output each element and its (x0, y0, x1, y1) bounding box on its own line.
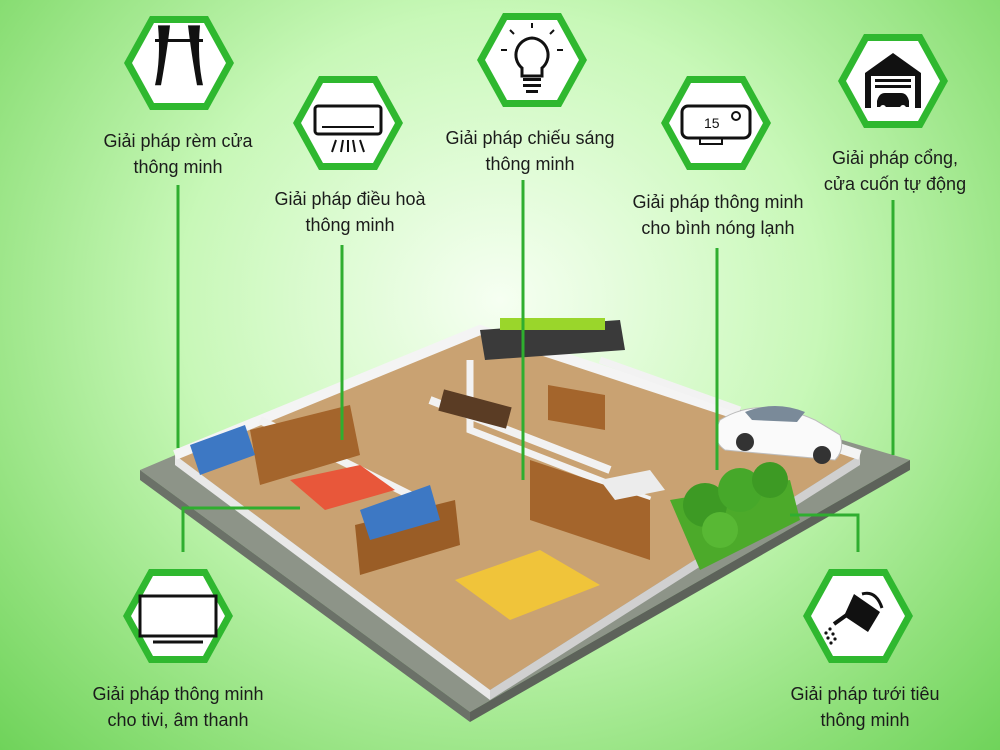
curtain-icon (124, 16, 234, 110)
label-gate-line2: cửa cuốn tự động (823, 174, 967, 194)
label-curtain: Giải pháp rèm cửa thông minh (78, 128, 278, 180)
label-curtain-line1: Giải pháp rèm cửa (103, 131, 253, 151)
heater-display: 15 (704, 115, 720, 131)
light-bulb-icon (477, 13, 587, 107)
wardrobe (250, 405, 360, 485)
label-aircon-line1: Giải pháp điều hoà (274, 189, 426, 209)
label-tv-audio-line1: Giải pháp thông minh (92, 684, 264, 704)
label-tv-audio-line2: cho tivi, âm thanh (107, 710, 249, 730)
bed-red (290, 465, 395, 510)
label-curtain-line2: thông minh (133, 157, 223, 177)
label-lighting-line2: thông minh (485, 154, 575, 174)
connector-irrigation (790, 513, 860, 552)
label-lighting-line1: Giải pháp chiếu sáng (445, 128, 615, 148)
car (715, 406, 843, 464)
label-water-heater-line1: Giải pháp thông minh (632, 192, 804, 212)
label-aircon-line2: thông minh (305, 215, 395, 235)
label-irrigation: Giải pháp tưới tiêu thông minh (760, 681, 970, 733)
connector-tv (181, 506, 300, 552)
label-gate-line1: Giải pháp cổng, (831, 148, 959, 168)
label-gate: Giải pháp cổng, cửa cuốn tự động (800, 145, 990, 197)
label-tv-audio: Giải pháp thông minh cho tivi, âm thanh (63, 681, 293, 733)
watering-can-icon (803, 569, 913, 663)
air-conditioner-icon (293, 76, 403, 170)
label-irrigation-line2: thông minh (820, 710, 910, 730)
bed-yellow (455, 550, 600, 620)
label-lighting: Giải pháp chiếu sáng thông minh (420, 125, 640, 177)
label-irrigation-line1: Giải pháp tưới tiêu (790, 684, 940, 704)
label-aircon: Giải pháp điều hoà thông minh (240, 186, 460, 238)
water-heater-icon: 15 (661, 76, 771, 170)
tv-icon (123, 569, 233, 663)
label-water-heater: Giải pháp thông minh cho bình nóng lạnh (603, 189, 833, 241)
garage-gate-icon (838, 34, 948, 128)
label-water-heater-line2: cho bình nóng lạnh (641, 218, 795, 238)
